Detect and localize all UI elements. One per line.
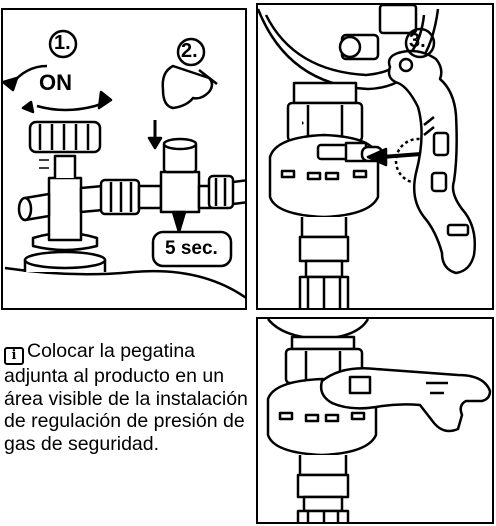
step-3-panel: 3. [256, 3, 494, 310]
wrench-icon [387, 49, 476, 275]
cylinder-valve-illustration [3, 29, 245, 299]
rotate-arrow-right [36, 97, 109, 112]
info-text: Colocar la pegatina adjunta al producto … [4, 340, 248, 456]
finger-icon [161, 64, 214, 110]
wrench-applied-illustration [266, 319, 492, 522]
timer-pointer [171, 210, 187, 234]
step-1-2-panel: 1. ON 2. 5 sec. [1, 8, 247, 310]
upper-nut [292, 81, 358, 105]
step-3-label: 3. [409, 30, 426, 52]
step-1-circle [48, 29, 78, 59]
step-3-circle [404, 27, 436, 59]
duration-label: 5 sec. [165, 238, 218, 259]
info-icon: i [4, 347, 24, 365]
step-1-label: 1. [54, 32, 71, 54]
timer-badge [151, 230, 233, 268]
cylinder-top-edge [4, 266, 245, 299]
step-2-label: 2. [181, 40, 198, 62]
regulator-wrench-illustration [258, 5, 476, 308]
on-label: ON [39, 70, 72, 95]
step-2-circle [176, 37, 206, 67]
wrench-applied-panel [256, 317, 494, 524]
tee-fitting [159, 170, 201, 214]
valve-body [47, 176, 83, 242]
